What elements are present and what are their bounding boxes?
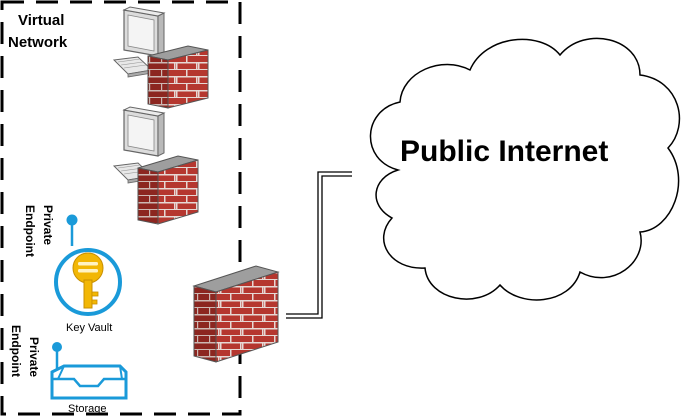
storage-icon: [50, 364, 128, 400]
key-vault-label: Key Vault: [66, 322, 112, 334]
internet-connection-line: [286, 171, 352, 319]
storage-label: Storage: [68, 403, 107, 415]
storage-endpoint-connector: [52, 342, 62, 370]
firewall-2-icon: [137, 155, 199, 225]
keyvault-endpoint-connector: [66, 214, 78, 246]
keyvault-endpoint-label-line1: Private: [41, 205, 55, 245]
virtual-network-title-line1: Virtual: [18, 12, 64, 29]
edge-firewall-icon: [192, 265, 280, 363]
public-internet-title: Public Internet: [400, 135, 608, 168]
virtual-network-title-line2: Network: [8, 34, 68, 51]
public-internet-cloud: [369, 37, 681, 301]
keyvault-endpoint-label-line2: Endpoint: [23, 205, 37, 257]
storage-endpoint-label-line2: Endpoint: [9, 325, 23, 377]
firewall-1-icon: [147, 45, 209, 109]
storage-endpoint-label-line1: Private: [27, 337, 41, 377]
virtual-network-boundary: [0, 0, 242, 416]
key-vault-icon: [54, 248, 122, 316]
